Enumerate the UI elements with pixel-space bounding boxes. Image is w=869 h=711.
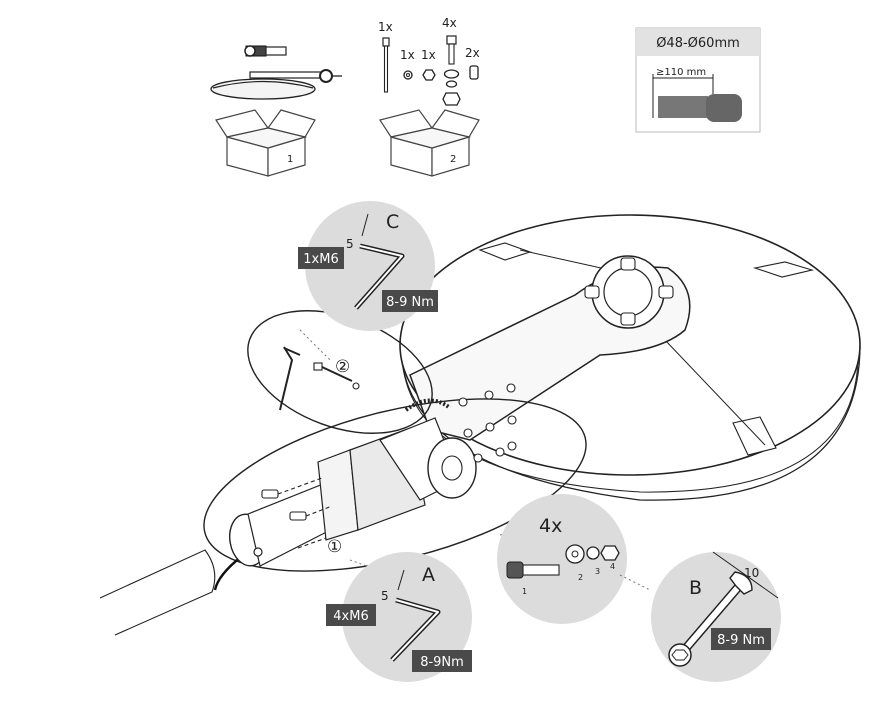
box-2: [379, 109, 480, 177]
screw-stack: [442, 35, 461, 106]
spacer: [469, 65, 479, 80]
zoom-b: B 10 8-9 Nm: [619, 551, 781, 682]
step-a-torque-tag: [412, 650, 472, 672]
mount-plate: [317, 417, 461, 541]
zoom-a: A 5 4xM6 8-9Nm: [326, 552, 472, 682]
zoom-fasteners-circle: [497, 494, 627, 624]
step-a-letter: A: [422, 564, 435, 586]
step-a-screw: 4xM6: [333, 609, 368, 624]
step-c-torque-tag: [382, 290, 438, 312]
box1-number: 1: [287, 154, 293, 165]
step-b-torque: 8-9 Nm: [717, 633, 765, 648]
box-1: [215, 109, 316, 177]
step-c-hex-size: 5: [346, 237, 354, 251]
box1-group: 1: [210, 45, 342, 177]
step-b-letter: B: [689, 577, 702, 599]
step-a-screw-tag: [326, 604, 376, 626]
tilt-screw: [279, 346, 360, 411]
step-c-letter: C: [386, 211, 399, 233]
box2-number: 2: [450, 154, 456, 165]
step-a-hex-size: 5: [381, 589, 389, 603]
pole-end-illustration: [652, 74, 742, 122]
pole-spec-card: Ø48-Ø60mm ≥110 mm: [635, 27, 761, 133]
long-bolt: [382, 37, 390, 93]
mount-bolts: [261, 477, 333, 549]
step-b-torque-tag: [711, 628, 771, 650]
step-c-torque: 8-9 Nm: [386, 295, 434, 310]
fastener-part-1: 1: [522, 587, 527, 596]
pole-insert-depth: ≥110 mm: [656, 67, 706, 78]
step-1-marker: ①: [327, 537, 342, 557]
box2-group: 1x 1x 1x 4x 2x 2: [378, 16, 480, 177]
fastener-part-4: 4: [610, 562, 615, 571]
mini-bracket: [244, 45, 287, 57]
fastener-part-2: 2: [578, 573, 583, 582]
qty-screws: 4x: [442, 16, 457, 30]
step-a-torque: 8-9Nm: [420, 655, 464, 670]
step-c-screw-tag: [298, 247, 344, 269]
fastener-count: 4x: [539, 515, 562, 537]
pole-diameter: Ø48-Ø60mm: [656, 36, 740, 51]
zoom-c: C 5 1xM6 8-9 Nm: [298, 201, 438, 361]
mini-luminaire: [210, 78, 316, 100]
qty-nut: 1x: [421, 48, 436, 62]
nut-small: [422, 69, 436, 81]
zoom-a-circle: [342, 552, 472, 682]
exploded-view: ② ①: [99, 310, 587, 636]
arm-nuts: [458, 383, 517, 463]
tilt-knuckle: [404, 398, 477, 499]
qty-washer: 1x: [400, 48, 415, 62]
fin-bottom: [732, 416, 777, 456]
qty-bolt: 1x: [378, 20, 393, 34]
pole: [99, 549, 243, 636]
zoom-fasteners: 4x 1 2 3 4: [497, 494, 627, 624]
step-c-screw: 1xM6: [303, 252, 338, 267]
hex-key-c: [354, 243, 405, 310]
fastener-items: [506, 544, 620, 579]
washer-small: [403, 70, 413, 80]
step-b-wrench-size: 10: [744, 566, 759, 580]
step-2-marker: ②: [335, 357, 350, 377]
hex-key-a: [390, 597, 441, 662]
fastener-part-3: 3: [595, 567, 600, 576]
qty-spacers: 2x: [465, 46, 480, 60]
wrench-b: [668, 571, 753, 667]
fin-right: [752, 261, 815, 278]
luminaire: [399, 214, 861, 501]
